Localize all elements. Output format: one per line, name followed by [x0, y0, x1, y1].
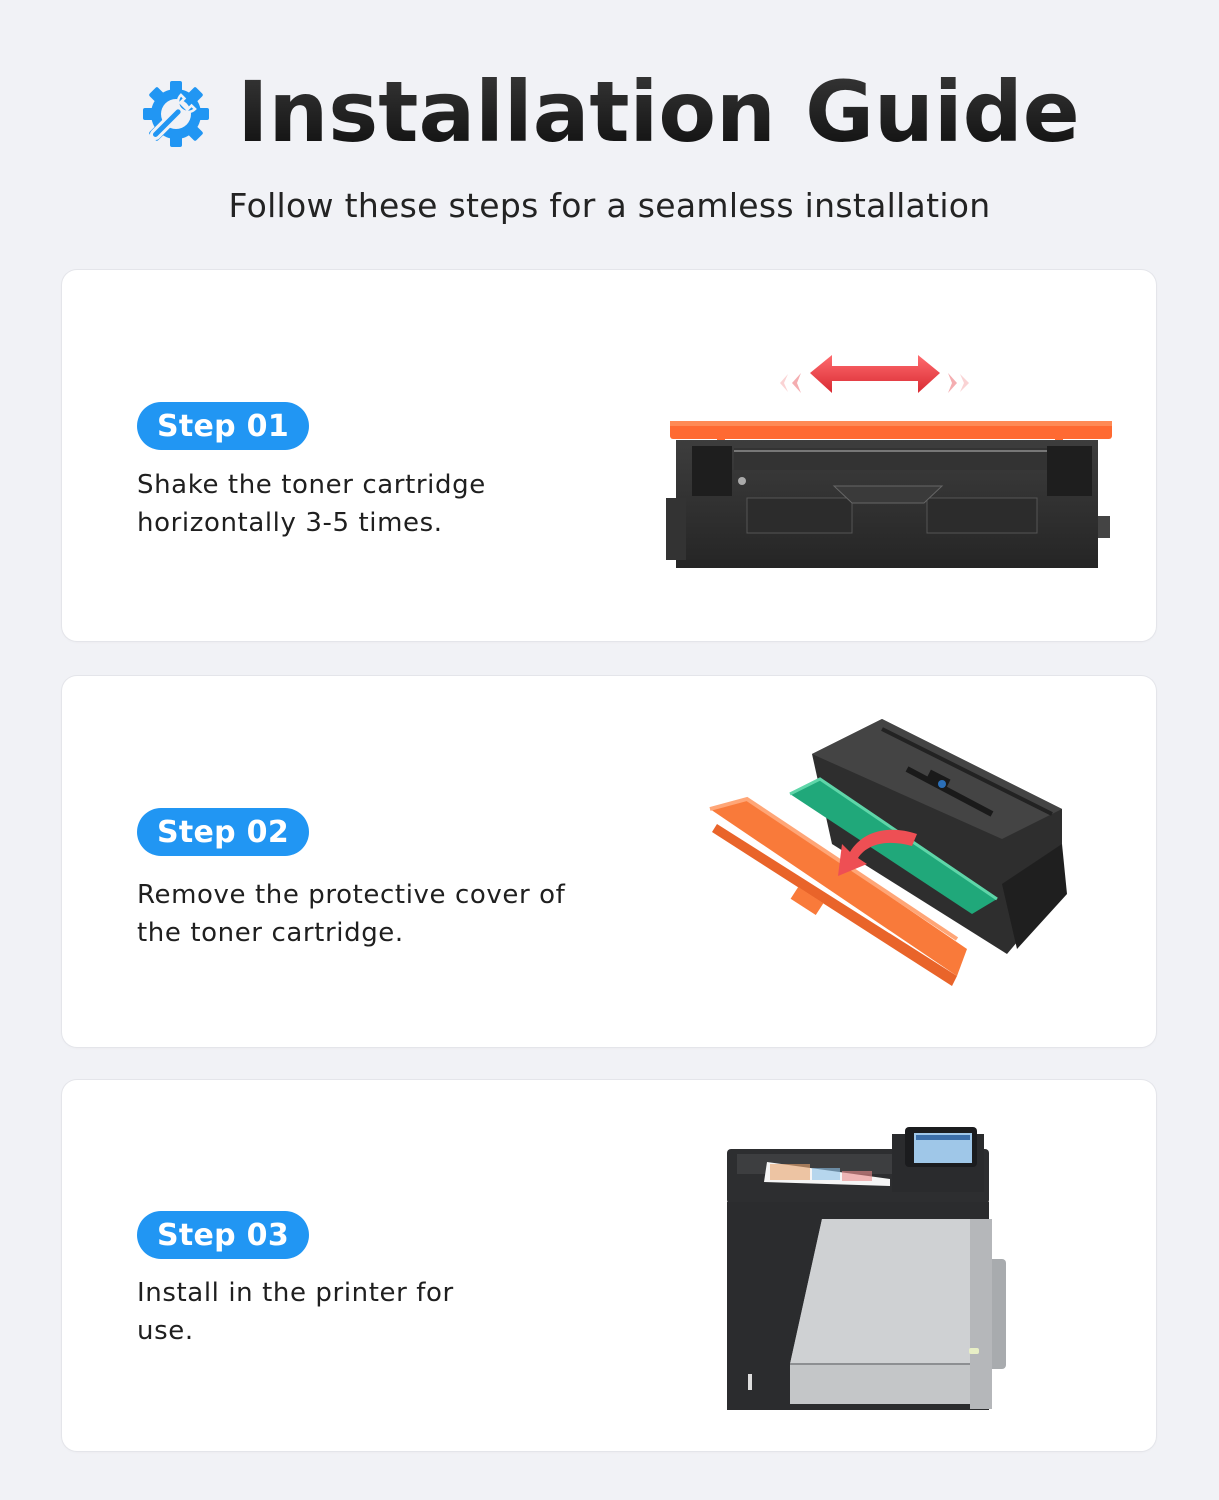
step-card-1: Step 01 Shake the toner cartridge horizo…: [62, 270, 1156, 641]
page-title: Installation Guide: [237, 63, 1080, 161]
step-badge: Step 01: [137, 402, 309, 450]
step-badge: Step 02: [137, 808, 309, 856]
step-description: Remove the protective cover of the toner…: [137, 880, 566, 948]
laser-printer-image: [712, 1124, 1012, 1418]
gear-wrench-icon: [139, 77, 213, 151]
step-description: Shake the toner cartridge horizontally 3…: [137, 470, 486, 538]
toner-cartridge-remove-cover-image: [702, 714, 1072, 1018]
step-card-3: Step 03 Install in the printer for use.: [62, 1080, 1156, 1451]
step-badge: Step 03: [137, 1211, 309, 1259]
step-card-2: Step 02 Remove the protective cover of t…: [62, 676, 1156, 1047]
step-description: Install in the printer for use.: [137, 1278, 454, 1346]
shake-arrow-icon: [780, 355, 969, 393]
toner-cartridge-shake-image: [662, 348, 1112, 577]
page-subtitle: Follow these steps for a seamless instal…: [228, 186, 991, 225]
page-header: Installation Guide: [0, 62, 1219, 162]
remove-arrow-icon: [838, 829, 917, 876]
